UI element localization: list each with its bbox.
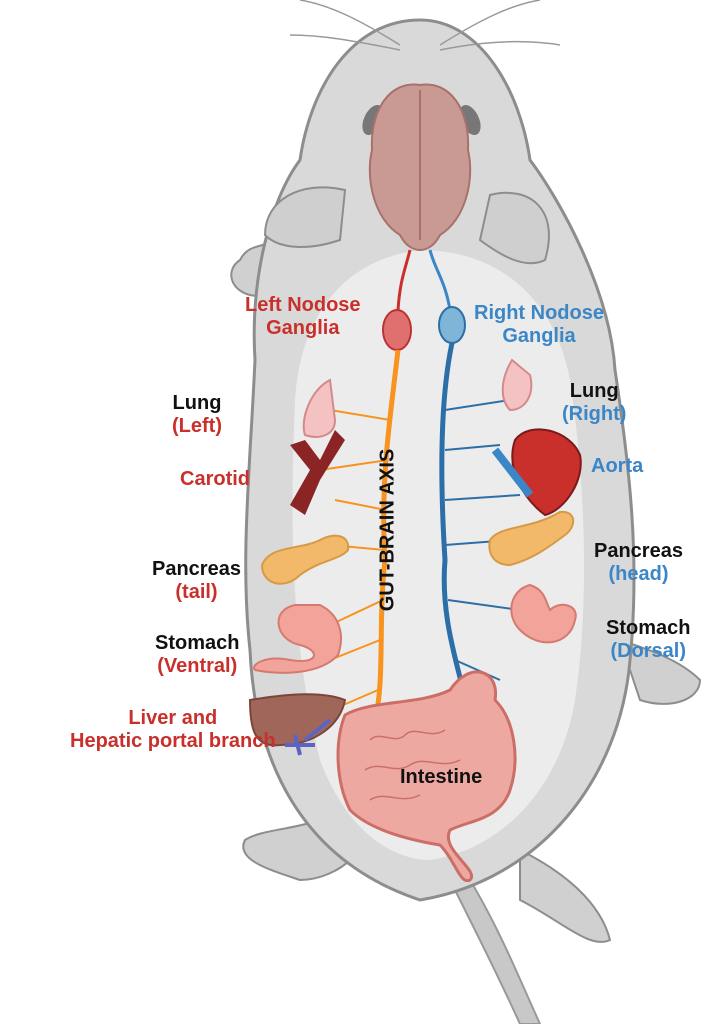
label-lung-left: Lung (Left) [172, 392, 222, 438]
label-line: Lung [569, 380, 619, 402]
right-vagus-nerve [439, 342, 468, 701]
mouse-hind-right-foot [519, 848, 612, 943]
carotid [290, 430, 345, 515]
label-aorta: Aorta [591, 455, 644, 477]
label-liver-hepatic-portal: Liver and Hepatic portal branch [70, 707, 276, 753]
label-line: Ganglia [502, 325, 576, 347]
label-carotid: Carotid [180, 468, 250, 490]
label-lung-right: Lung (Right) [562, 380, 626, 426]
label-line: (Dorsal) [610, 640, 687, 662]
label-stomach-ventral: Stomach (Ventral) [155, 632, 239, 678]
left-lung [302, 378, 337, 438]
stomach-dorsal [510, 583, 577, 644]
label-line: Lung [172, 392, 222, 414]
gut-brain-axis-title: GUT-BRAIN AXIS [376, 448, 399, 612]
right-nerve-branches [444, 399, 521, 681]
mouse-right-ear [478, 191, 550, 265]
label-line: Left Nodose [245, 294, 361, 316]
whiskers [289, 0, 561, 51]
label-line: Hepatic portal branch [70, 730, 276, 752]
label-stomach-dorsal: Stomach (Dorsal) [606, 617, 690, 663]
hepatic-portal-vein [285, 718, 332, 756]
label-line: Pancreas [594, 540, 683, 562]
label-line: Ganglia [266, 317, 340, 339]
pancreas-head [488, 510, 575, 567]
right-nodose-ganglion [438, 306, 466, 344]
label-line: (head) [608, 563, 669, 585]
mouse-left-ear [263, 186, 347, 248]
label-line: Right Nodose [474, 302, 604, 324]
label-line: Pancreas [152, 558, 241, 580]
label-left-nodose-ganglia: Left Nodose Ganglia [245, 294, 361, 340]
left-vagus-nerve [372, 349, 401, 721]
label-right-nodose-ganglia: Right Nodose Ganglia [474, 302, 604, 348]
label-pancreas-head: Pancreas (head) [594, 540, 683, 586]
label-line: (Right) [562, 403, 627, 425]
label-line: Liver and [128, 707, 218, 729]
mouse-hind-right-paw [618, 638, 702, 705]
label-line: Stomach [606, 617, 691, 639]
label-line: Stomach [155, 632, 240, 654]
mouse-tail [453, 878, 542, 1024]
intestine [336, 670, 517, 883]
label-line: (Left) [172, 415, 222, 437]
label-pancreas-tail: Pancreas (tail) [152, 558, 241, 604]
left-nodose-ganglion [382, 309, 412, 351]
stomach-ventral [253, 604, 342, 674]
label-intestine: Intestine [400, 766, 483, 788]
label-line: (Ventral) [157, 655, 238, 677]
right-lung [501, 358, 533, 412]
label-line: (tail) [175, 581, 218, 603]
liver [248, 693, 347, 747]
pancreas-tail [260, 534, 350, 585]
